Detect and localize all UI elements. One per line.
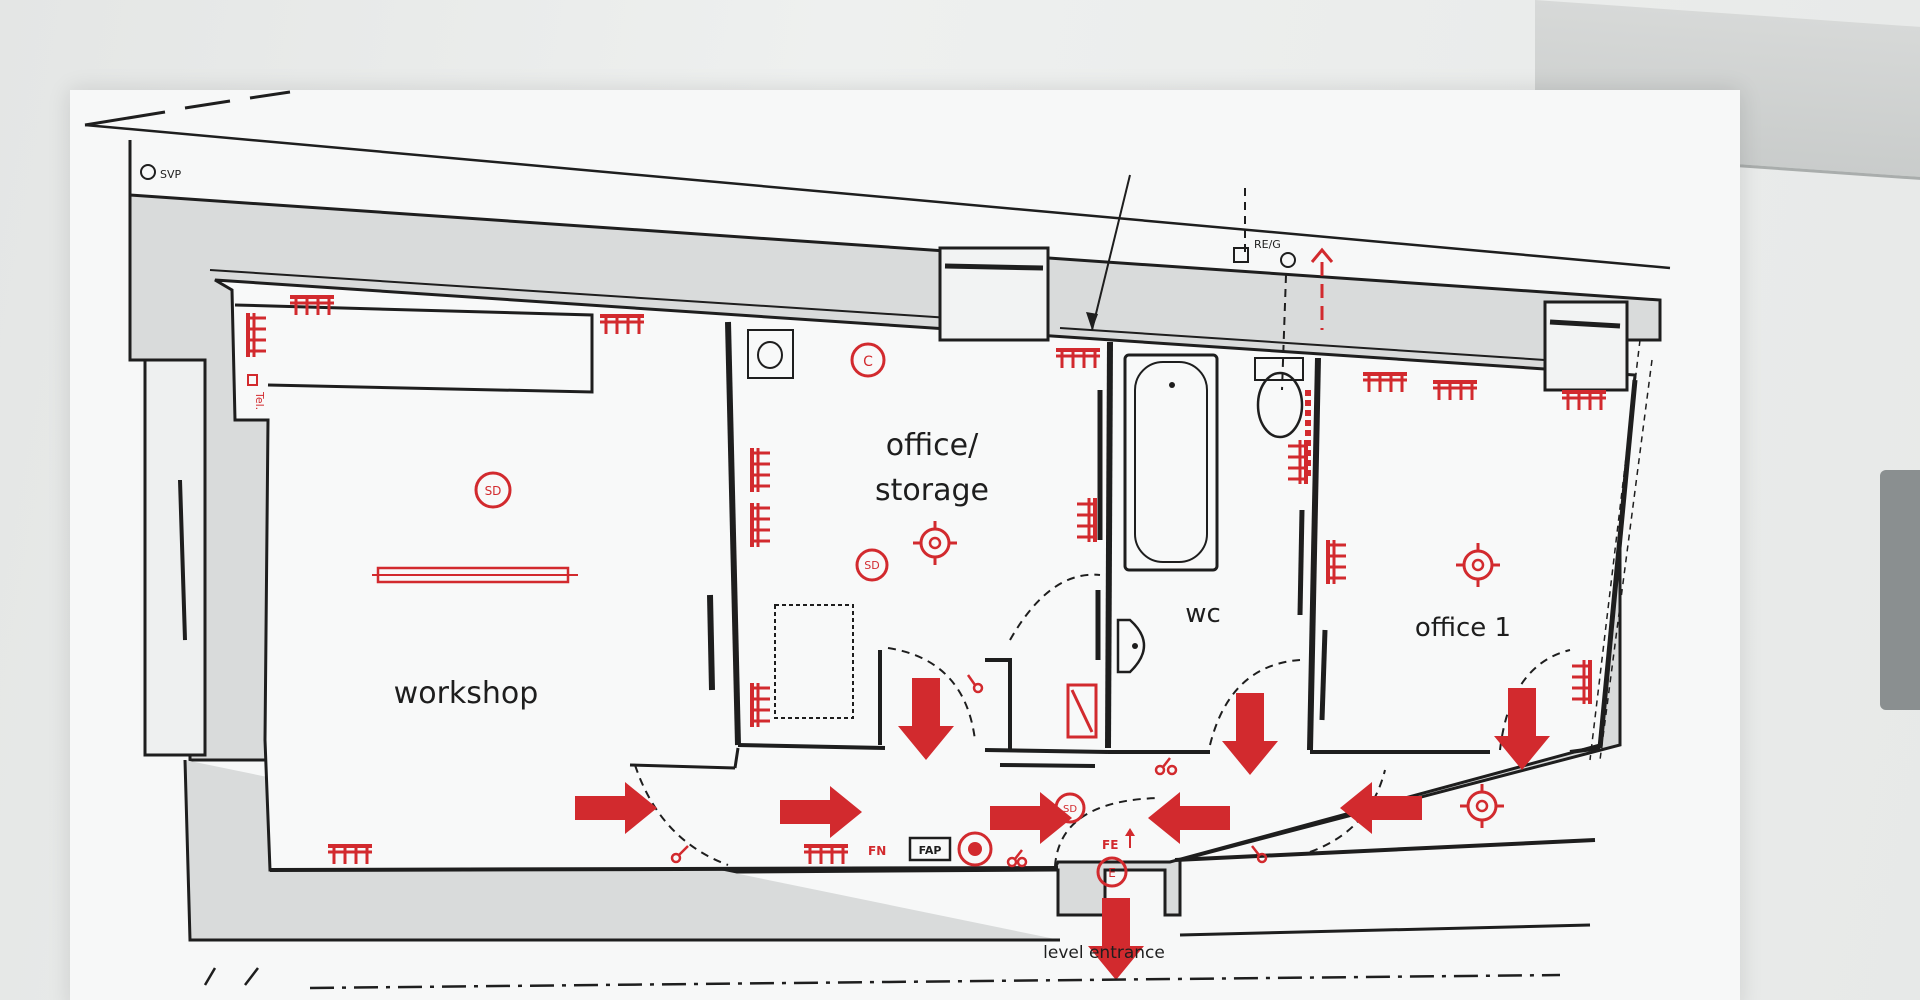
corridor-upper-wall: [737, 743, 1601, 754]
light-point-lobby: [1458, 782, 1506, 830]
window-left-pane: [178, 479, 187, 641]
switch-symbols: [670, 674, 1268, 868]
door-swing-wc: [1209, 659, 1301, 746]
wall-handle: [1880, 470, 1920, 710]
fn-label: FN: [868, 844, 886, 858]
site-boundary-line: [203, 967, 1561, 990]
tel-point-icon: [247, 374, 258, 386]
c-point: C: [850, 342, 886, 378]
wall-office1-right: [1597, 379, 1638, 749]
room-label-wc: wc: [1185, 599, 1221, 629]
door-swing-workshop: [634, 764, 729, 866]
bath-plug: [1169, 382, 1175, 388]
boundary-dash-line: [84, 90, 291, 127]
sd-label-corridor: SD: [1063, 804, 1077, 815]
door-swing-office-inner: [1009, 573, 1101, 641]
fe-arrow-head: [1125, 828, 1135, 836]
smoke-detector-workshop: SD: [474, 471, 512, 509]
reg-label: RE/G: [1254, 238, 1281, 251]
leader-arrow-line: [1091, 174, 1131, 331]
smoke-detector-office: SD: [855, 548, 889, 582]
fire-blanket-mark: [1070, 689, 1094, 733]
toilet-cistern: [1254, 357, 1304, 381]
office-sink: [747, 329, 794, 379]
office-sink-bowl: [757, 341, 783, 369]
meter-valve: [1280, 252, 1296, 268]
label-level-entrance: level entrance: [1043, 943, 1165, 963]
corridor-bottom-wall-right: [1174, 838, 1596, 862]
window-left: [143, 358, 207, 757]
workshop-door-wall: [629, 747, 740, 770]
meter-box: [1233, 247, 1249, 263]
door-swing-office1: [1499, 649, 1571, 751]
wc-basin: [1116, 618, 1146, 674]
wall-wc-office1: [1307, 357, 1321, 751]
room-label-office1: office 1: [1415, 613, 1511, 643]
sd-label-workshop: SD: [485, 484, 502, 498]
c-label: C: [863, 354, 873, 370]
alarm-call-point-center: [968, 842, 982, 856]
outer-top-line: [84, 123, 1671, 270]
door-swing-entrance: [1054, 797, 1161, 867]
window-top-middle: [938, 246, 1050, 342]
door-leaf-wc-b: [1297, 509, 1305, 616]
window-top-right: [1543, 300, 1629, 392]
fap-label: FAP: [919, 844, 942, 857]
corridor-bottom-wall: [269, 866, 1059, 872]
wc-basin-tap: [1132, 643, 1138, 649]
door-leaf-corridor: [999, 763, 1096, 768]
bath: [1123, 353, 1219, 572]
cupboard-walls: [878, 650, 1012, 750]
wall-workshop-office: [725, 321, 741, 746]
room-label-office-storage-2: storage: [875, 473, 989, 508]
tel-label: Tel.: [253, 391, 266, 410]
door-leaf-workshop: [707, 594, 715, 691]
service-line-arrow: [1310, 247, 1334, 263]
room-label-workshop: workshop: [394, 676, 539, 711]
fire-blanket: [1066, 683, 1098, 739]
room-label-office-storage-1: office/: [886, 428, 979, 463]
svp-icon: [140, 164, 156, 180]
boundary-dash-vertical-2: [1281, 274, 1287, 391]
fe-label: FE: [1102, 838, 1118, 852]
svp-label: SVP: [160, 168, 182, 181]
emergency-light: E: [1096, 856, 1128, 888]
window-top-right-pane: [1549, 319, 1621, 329]
wall-office-wc: [1105, 341, 1113, 749]
workshop-bench: [234, 303, 594, 394]
door-swing-office-storage: [887, 647, 976, 741]
door-leaf-office1: [1319, 629, 1328, 721]
boundary-dash-right: [1589, 339, 1653, 761]
sd-label-office: SD: [864, 559, 879, 572]
window-top-middle-pane: [944, 263, 1044, 271]
e-label: E: [1108, 866, 1116, 880]
storage-unit: [774, 604, 854, 719]
fap-box: [908, 836, 952, 862]
inner-top-wall: [209, 269, 1546, 361]
bath-inner: [1134, 361, 1208, 563]
alarm-call-point: [957, 831, 993, 867]
toilet-bowl: [1256, 371, 1304, 439]
outer-bottom-right-edge: [1179, 923, 1591, 937]
leader-arrow-head: [1086, 312, 1098, 330]
